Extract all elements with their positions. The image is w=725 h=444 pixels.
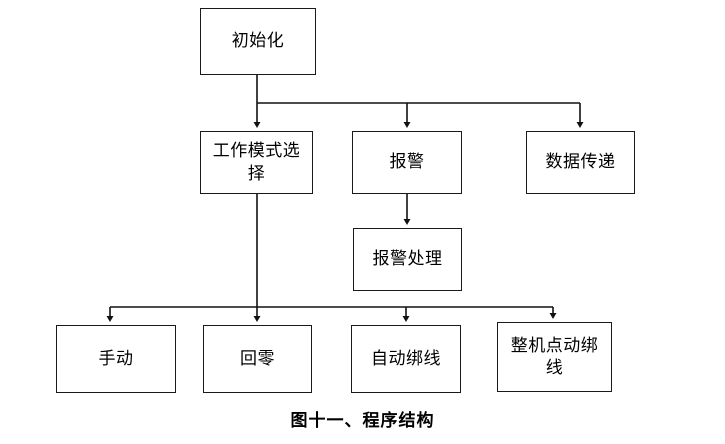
node-alarm-handling-label: 报警处理 — [372, 249, 443, 269]
node-data-transfer-label: 数据传递 — [545, 152, 616, 172]
node-auto-bind-label: 自动绑线 — [371, 348, 441, 368]
node-data-transfer[interactable]: 数据传递 — [526, 131, 635, 194]
node-return-zero[interactable]: 回零 — [203, 325, 312, 393]
node-machine-jog-bind[interactable]: 整机点动绑线 — [497, 322, 612, 392]
node-alarm-label: 报警 — [389, 152, 425, 172]
node-work-mode-select[interactable]: 工作模式选择 — [200, 131, 313, 194]
figure-caption: 图十一、程序结构 — [290, 411, 435, 430]
node-manual[interactable]: 手动 — [56, 325, 176, 393]
node-return-zero-label: 回零 — [240, 348, 275, 368]
node-work-mode-select-label: 工作模式选择 — [212, 141, 301, 183]
node-auto-bind[interactable]: 自动绑线 — [351, 325, 461, 393]
node-machine-jog-bind-label: 整机点动绑线 — [510, 335, 599, 377]
node-manual-label: 手动 — [98, 348, 134, 368]
node-alarm-handling[interactable]: 报警处理 — [353, 228, 462, 291]
node-init-label: 初始化 — [231, 31, 285, 51]
node-init[interactable]: 初始化 — [200, 8, 316, 75]
node-alarm[interactable]: 报警 — [352, 131, 462, 194]
